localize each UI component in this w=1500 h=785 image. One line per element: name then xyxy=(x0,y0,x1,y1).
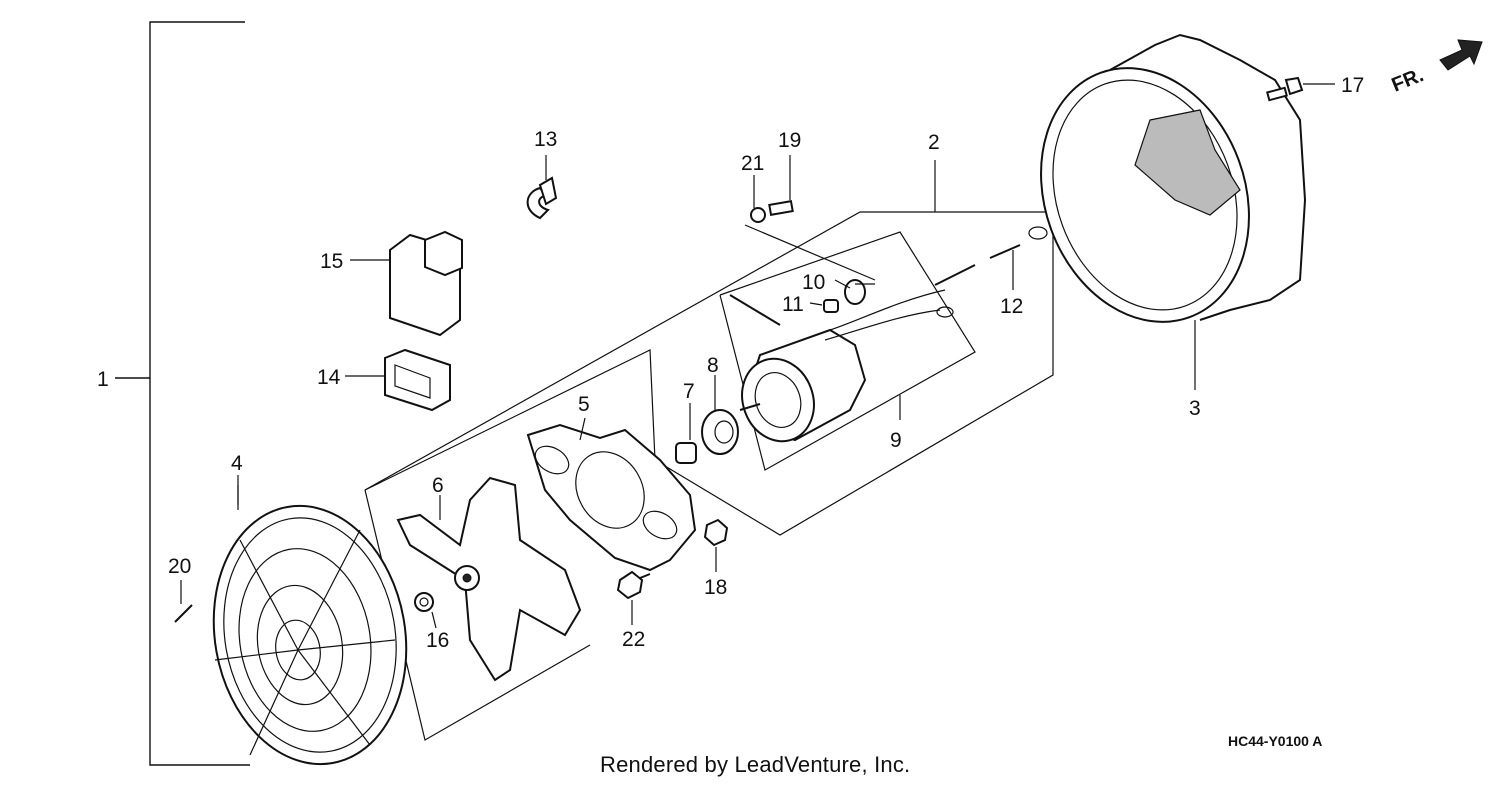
leader-lines xyxy=(237,279,851,520)
kit-bracket-2 xyxy=(364,160,1054,536)
fan-blade-6 xyxy=(396,476,582,682)
callout-7: 7 xyxy=(683,380,695,403)
callout-14: 14 xyxy=(317,366,341,389)
relay-holder-14 xyxy=(345,348,451,412)
callout-22: 22 xyxy=(622,628,645,651)
callout-6: 6 xyxy=(432,474,444,497)
diagram-code: HC44-Y0100 A xyxy=(1228,733,1323,749)
screw-19 xyxy=(768,155,794,216)
callout-18: 18 xyxy=(704,576,727,599)
collar-7 xyxy=(675,442,697,464)
callout-2: 2 xyxy=(928,131,940,154)
callout-12: 12 xyxy=(1000,295,1023,318)
clip-13 xyxy=(526,155,558,220)
callout-8: 8 xyxy=(707,354,719,377)
callout-21: 21 xyxy=(741,152,764,175)
callout-labels: 1 2 3 4 5 6 7 8 9 10 11 12 13 14 15 16 1… xyxy=(97,74,1364,652)
credit-text: Rendered by LeadVenture, Inc. xyxy=(600,752,911,777)
bolt-17 xyxy=(1266,76,1335,102)
callout-17: 17 xyxy=(1341,74,1364,97)
fan-motor-9 xyxy=(739,289,954,443)
screw-20 xyxy=(174,580,193,623)
callout-13: 13 xyxy=(534,128,557,151)
fan-guard-4 xyxy=(212,485,408,766)
relay-15 xyxy=(350,230,463,337)
callout-16: 16 xyxy=(426,629,449,652)
bolt-22 xyxy=(616,570,651,625)
callout-3: 3 xyxy=(1189,397,1201,420)
callout-4: 4 xyxy=(231,452,243,475)
assembly-bracket-1 xyxy=(115,21,250,766)
callout-11: 11 xyxy=(782,293,804,316)
mount-plate-5 xyxy=(526,423,697,572)
grommet-10 xyxy=(844,279,875,305)
callout-20: 20 xyxy=(168,555,191,578)
front-direction-indicator: FR. xyxy=(1389,39,1483,97)
wire-terminals xyxy=(729,226,1048,326)
washer-21 xyxy=(750,175,766,223)
callout-9: 9 xyxy=(890,429,902,452)
front-label: FR. xyxy=(1389,64,1427,96)
hub-8 xyxy=(701,409,739,455)
front-arrow-icon xyxy=(1439,39,1483,71)
callout-10: 10 xyxy=(802,271,825,294)
nut-18 xyxy=(703,518,729,572)
collar-11 xyxy=(823,299,839,313)
callout-15: 15 xyxy=(320,250,343,273)
fan-shroud-3 xyxy=(1040,33,1307,390)
callout-19: 19 xyxy=(778,129,801,152)
callout-5: 5 xyxy=(578,393,590,416)
nut-16 xyxy=(414,592,437,629)
callout-1: 1 xyxy=(97,368,109,391)
